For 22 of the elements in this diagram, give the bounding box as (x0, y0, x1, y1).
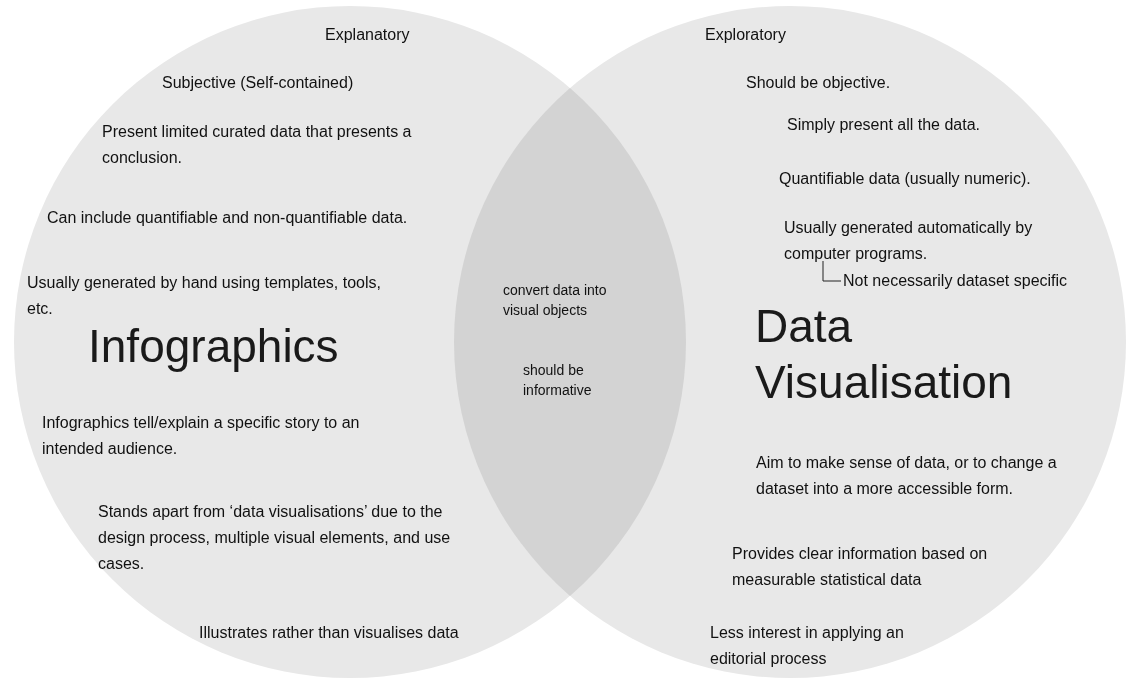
overlap-text: should be informative (523, 361, 593, 400)
section-heading: Explanatory (325, 25, 410, 45)
leader-line (822, 260, 842, 282)
circle-text: Quantifiable data (usually numeric). (779, 169, 1031, 189)
circle-title: Infographics (88, 319, 339, 374)
circle-text: Stands apart from ‘data visualisations’ due to the design process, multiple visual elements, and use cases. (98, 502, 452, 574)
circle-text: Simply present all the data. (787, 115, 980, 135)
circle-text: Subjective (Self-contained) (162, 73, 354, 93)
circle-text: Not necessarily dataset specific (843, 271, 1068, 291)
circle-text: Usually generated automatically by computer programs. (784, 218, 1034, 264)
circle-text: Usually generated by hand using templates, tools, etc. (27, 273, 382, 319)
overlap-text: convert data into visual objects (503, 281, 608, 320)
circle-title: Data Visualisation (755, 299, 1014, 410)
circle-text: Illustrates rather than visualises data (199, 623, 459, 643)
circle-text: Less interest in applying an editorial process (710, 623, 905, 669)
circle-text: Aim to make sense of data, or to change a dataset into a more accessible form. (756, 453, 1058, 499)
circle-text: Present limited curated data that presents a conclusion. (102, 122, 413, 168)
circle-text: Should be objective. (746, 73, 891, 93)
section-heading: Exploratory (705, 25, 786, 45)
circle-text: Provides clear information based on measurable statistical data (732, 544, 989, 590)
circle-text: Can include quantifiable and non-quantifiable data. (47, 208, 408, 228)
circle-text: Infographics tell/explain a specific story to an intended audience. (42, 413, 361, 459)
